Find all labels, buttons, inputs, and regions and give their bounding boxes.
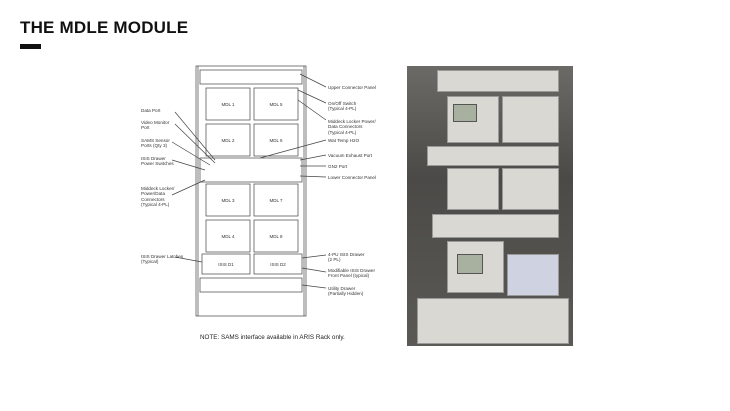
- title-underline: [20, 44, 41, 49]
- label-upper-connector-panel: Upper Connector Panel: [328, 85, 377, 90]
- rack-photo: [407, 66, 573, 346]
- label-data-port: Data Port: [141, 108, 161, 113]
- drawer-label: ISIS D1: [218, 262, 234, 267]
- label-isis-drawer: 4-PU ISIS Drawer (2 PL): [328, 252, 365, 263]
- label-isis-latches: ISIS Drawer Latches (Typical): [141, 254, 184, 265]
- label-vacuum-exhaust: Vacuum Exhaust Port: [328, 153, 373, 158]
- module-label: MDL 4: [221, 234, 235, 239]
- label-gn2-port: GN2 Port: [328, 164, 348, 169]
- module-label: MDL 7: [269, 198, 283, 203]
- module-label: MDL 2: [221, 138, 235, 143]
- module-label: MDL 8: [269, 234, 283, 239]
- label-sams-sensor-ports: SAMS Sensor Ports (Qty 3): [141, 138, 170, 149]
- module-label: MDL 5: [269, 102, 283, 107]
- slide-title: THE MDLE MODULE: [20, 18, 189, 37]
- module-label: MDL 3: [221, 198, 235, 203]
- diagram-note: NOTE: SAMS interface available in ARIS R…: [200, 334, 345, 341]
- label-middeck-locker: Middeck Locker/ Power/Data Connectors (T…: [141, 186, 175, 208]
- module-label: MDL 1: [221, 102, 235, 107]
- label-middeck-power-data: Middeck Locker Power/ Data Connectors (T…: [328, 119, 376, 135]
- module-label: MDL 6: [269, 138, 283, 143]
- label-video-monitor-port: Video Monitor Port: [141, 120, 170, 131]
- drawer-label: ISIS D2: [270, 262, 286, 267]
- label-modifiable-drawer: Modifiable ISIS Drawer Front Panel (typi…: [328, 268, 375, 279]
- label-wat-temp: Wat Temp H2O: [328, 138, 360, 143]
- label-utility-drawer: Utility Drawer (Partially Hidden): [328, 286, 364, 297]
- label-isis-power-switches: ISIS Drawer Power Switches: [141, 156, 174, 167]
- label-on-off-switch: On/Off Switch (Typical 4-PL): [328, 101, 357, 112]
- label-lower-connector-panel: Lower Connector Panel: [328, 175, 377, 180]
